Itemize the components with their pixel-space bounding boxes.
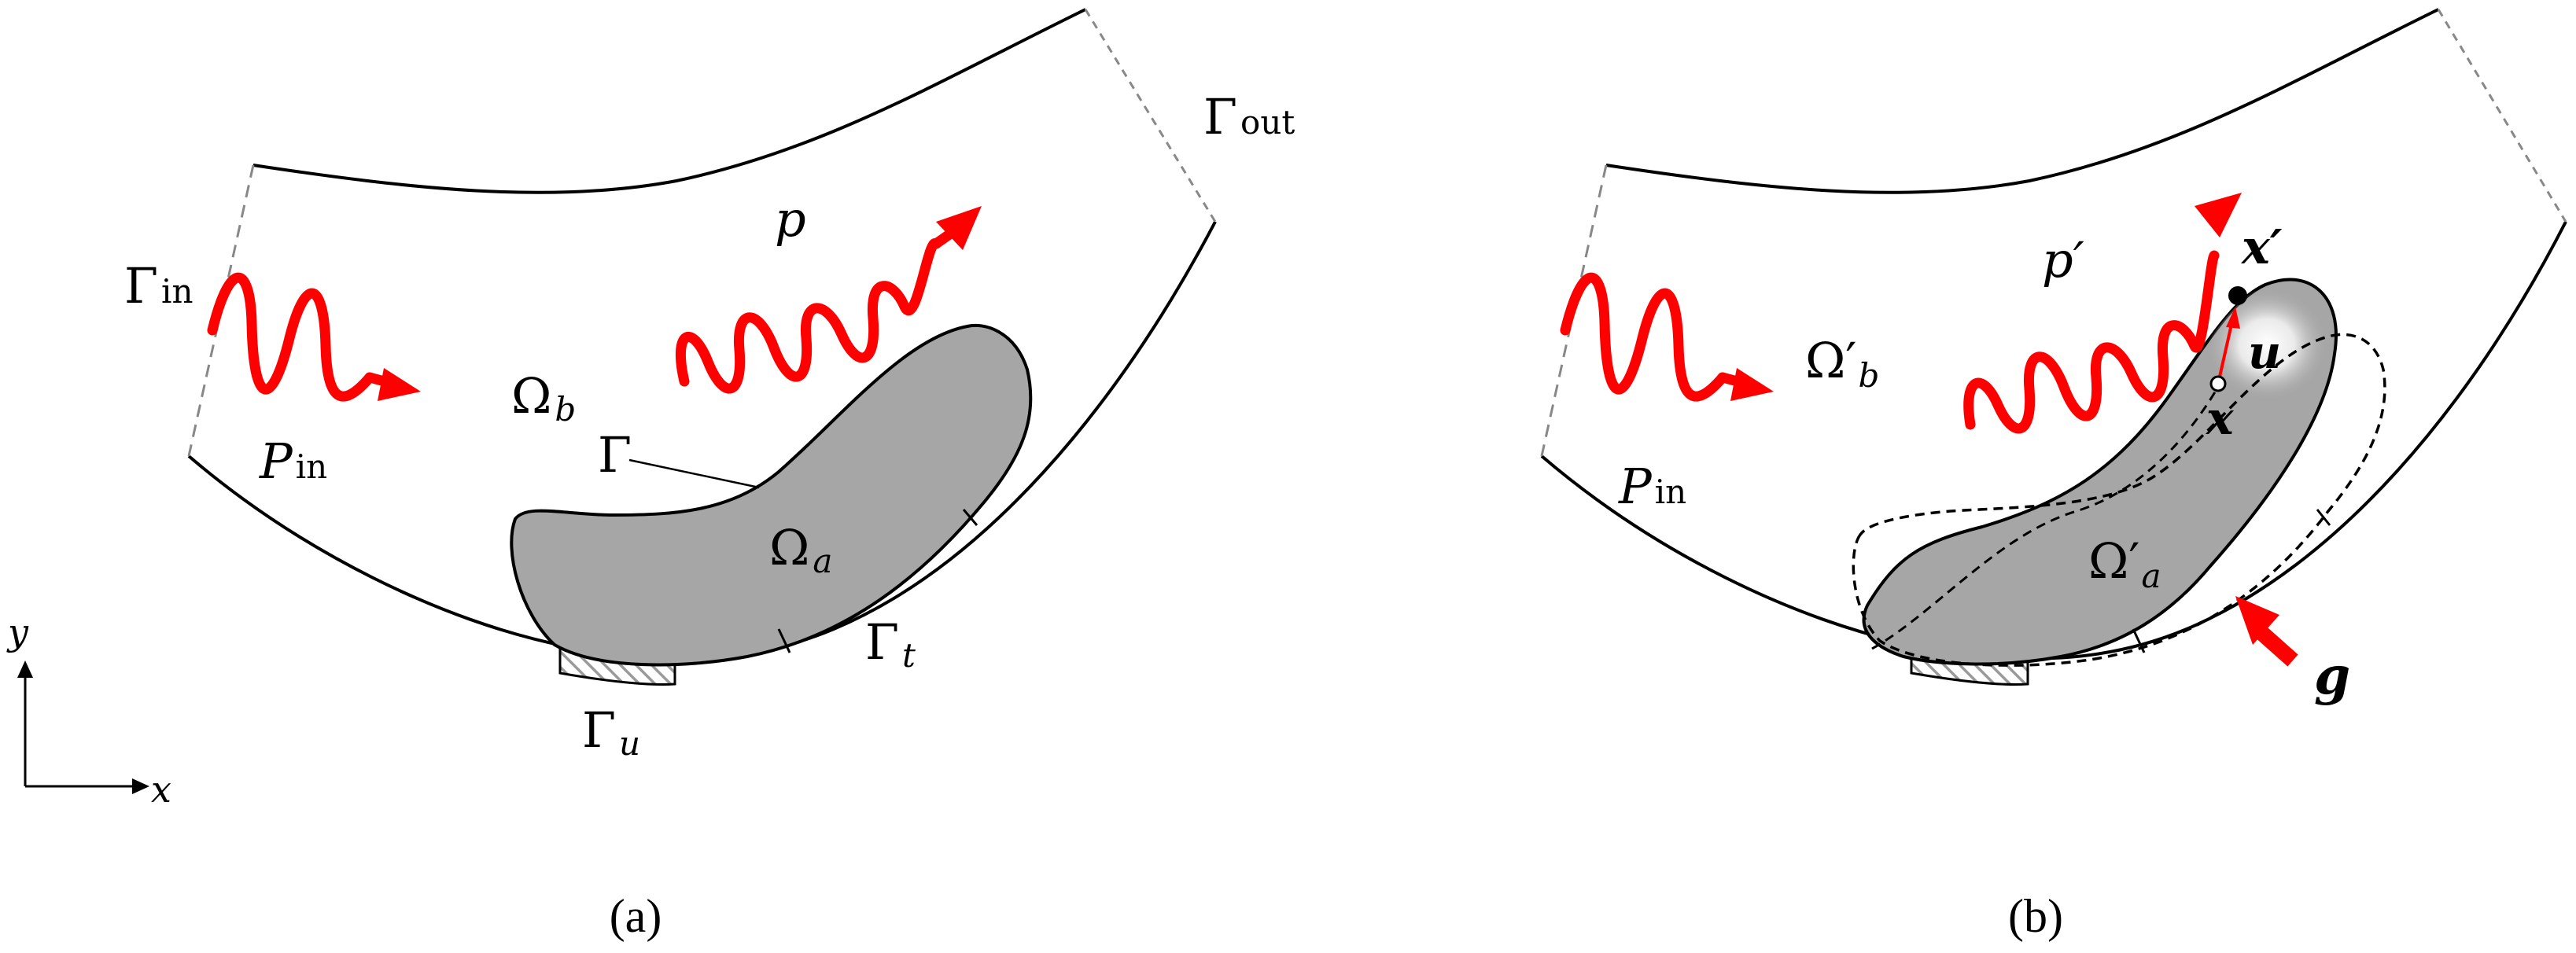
label-x-prime: x′ (2240, 220, 2283, 275)
displacement-vector (2217, 320, 2234, 385)
caption-b: (b) (2008, 890, 2063, 942)
undeformed-outline-b (1852, 333, 2386, 667)
label-displacement-u: u (2248, 326, 2281, 379)
outlet-boundary-b (2437, 9, 2567, 223)
incident-wave-b (1560, 272, 1728, 402)
scattered-wave-b (1963, 250, 2220, 434)
scattered-arrow-head-b (2195, 193, 2242, 237)
axis-x-label: x (151, 768, 171, 811)
label-p-prime: p′ (2042, 231, 2084, 289)
incident-arrow-head-a (378, 368, 421, 401)
label-force-g: g (2314, 645, 2350, 706)
label-point-x: x (2205, 392, 2235, 445)
label-p-in-a: Pin (259, 432, 327, 490)
incident-wave-a (207, 272, 375, 402)
traction-tick-right-a (962, 509, 978, 526)
force-arrow-shaft (2252, 623, 2298, 667)
point-x-deformed (2228, 286, 2247, 305)
label-omega-b: Ωb (511, 367, 576, 429)
traction-tick-right-b (2316, 509, 2331, 526)
caption-a: (a) (610, 890, 662, 942)
incident-arrow-head-b (1730, 368, 1774, 401)
force-arrow-head (2235, 596, 2279, 645)
channel-top-wall-b (1605, 8, 2439, 194)
panel-a: Γout Γin p Ωb Γ Pin Ωa Γt Γu y x (a) (6, 8, 1295, 942)
label-omega-a: Ωa (769, 519, 832, 580)
channel-top-wall-a (252, 8, 1086, 194)
displacement-arrow-head (2226, 307, 2240, 329)
traction-tick-left-a (777, 628, 791, 653)
channel-bottom-wall-b (1540, 221, 2567, 660)
axis-y-arrowhead (17, 660, 33, 678)
axis-x-arrowhead (132, 778, 149, 794)
label-gamma-t: Γt (865, 613, 916, 675)
point-x-reference (2209, 375, 2227, 392)
label-omega-a-prime: Ω′a (2088, 532, 2161, 595)
outlet-boundary-a (1084, 9, 1217, 223)
axis-y-label: y (6, 611, 29, 653)
panel-b: p′ x′ Ω′b u x Pin Ω′a g (b) (1540, 8, 2567, 942)
label-omega-b-prime: Ω′b (1805, 332, 1879, 395)
undeformed-midline-b (1871, 386, 2220, 650)
label-gamma-u: Γu (582, 701, 640, 763)
label-gamma-out: Γout (1203, 88, 1295, 145)
label-gamma-interface: Γ (598, 426, 632, 484)
label-gamma-in-a: Γin (124, 257, 193, 315)
gamma-leader-line-a (628, 458, 760, 489)
scattered-wave-a (675, 238, 942, 394)
scattered-arrow-head-a (936, 206, 982, 250)
label-pressure-p: p (775, 190, 806, 248)
solid-body-a (510, 323, 1033, 667)
label-p-in-b: Pin (1618, 458, 1686, 515)
